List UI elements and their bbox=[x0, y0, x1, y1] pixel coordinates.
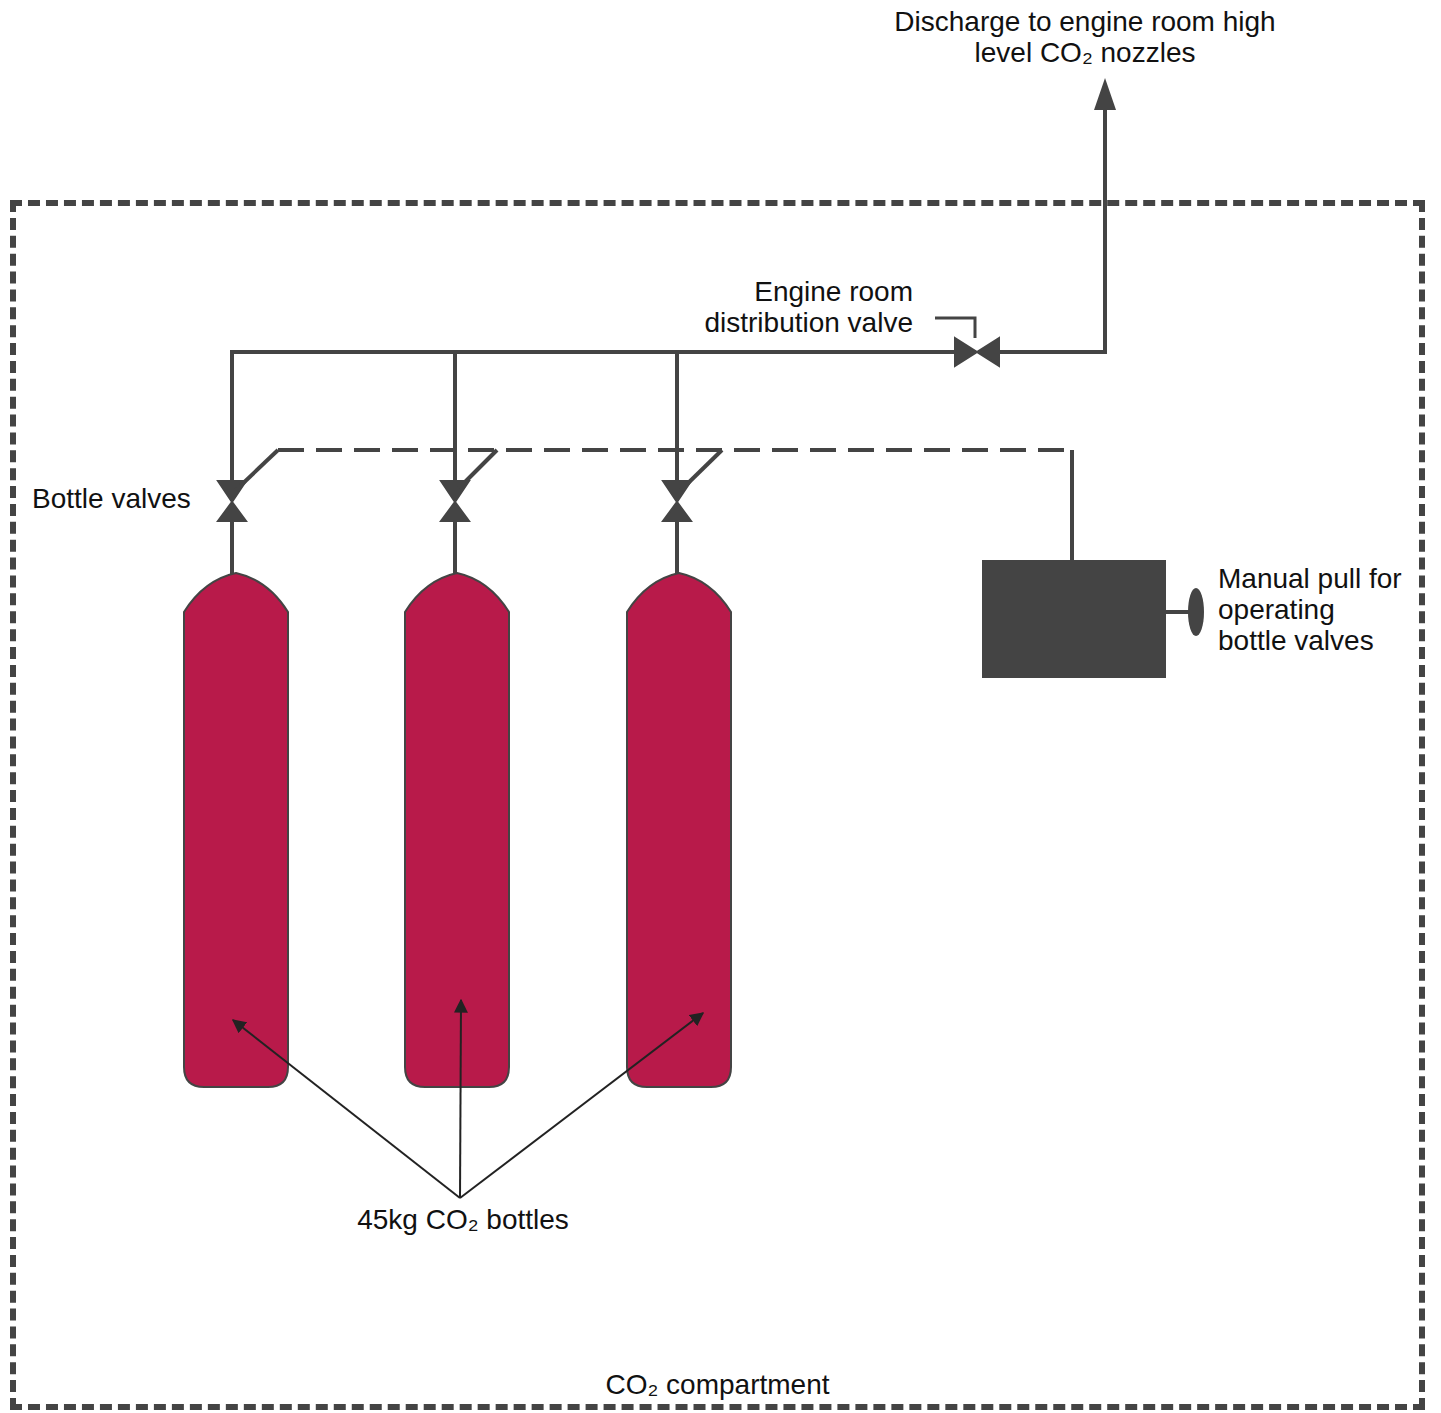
bottle-stem bbox=[453, 520, 457, 575]
bottle-valve-symbol bbox=[441, 481, 469, 521]
manual-pull-box: Manual pull for operating bottle valves bbox=[982, 560, 1166, 678]
discharge-arrowhead bbox=[1094, 78, 1116, 110]
discharge-label: Discharge to engine room high level CO₂ … bbox=[885, 6, 1285, 68]
bottle-pipe bbox=[675, 352, 679, 485]
bottle-stem bbox=[230, 520, 234, 575]
pull-wire bbox=[236, 450, 1072, 560]
discharge-pipe bbox=[988, 108, 1105, 352]
pipework bbox=[232, 108, 1105, 575]
valve-leader bbox=[935, 318, 975, 338]
compartment-outline: CO₂ compartment Manual pull for operating… bbox=[10, 200, 1425, 1410]
pull-wire-dashed bbox=[278, 448, 1072, 452]
bottle-pipe bbox=[453, 352, 457, 485]
pull-handle-rod bbox=[1166, 610, 1190, 614]
valve-label: Engine room distribution valve bbox=[620, 276, 913, 338]
bottle-valves-label: Bottle valves bbox=[32, 483, 212, 514]
pull-wire-riser bbox=[1070, 450, 1074, 560]
co2-bottle bbox=[184, 573, 288, 1087]
valve-lever bbox=[459, 450, 497, 488]
header-pipe bbox=[232, 352, 966, 485]
leader-line bbox=[460, 1000, 461, 1198]
leader-line bbox=[233, 1020, 460, 1198]
pull-handle bbox=[1188, 588, 1204, 636]
pull-label: Manual pull for operating bottle valves bbox=[1218, 563, 1406, 656]
bottle-valves bbox=[218, 481, 691, 521]
bottles-callout: 45kg CO₂ bottles bbox=[300, 1204, 626, 1235]
co2-bottle bbox=[627, 573, 731, 1087]
valve-lever bbox=[236, 450, 278, 490]
bottle-stem bbox=[675, 520, 679, 575]
co2-bottles bbox=[184, 573, 731, 1087]
leader-line bbox=[460, 1013, 703, 1198]
compartment-label: CO₂ compartment bbox=[16, 1369, 1419, 1400]
valve-lever bbox=[681, 450, 722, 490]
distribution-valve-symbol bbox=[955, 338, 999, 366]
callout-leaders bbox=[233, 1000, 703, 1198]
co2-bottle bbox=[405, 573, 509, 1087]
